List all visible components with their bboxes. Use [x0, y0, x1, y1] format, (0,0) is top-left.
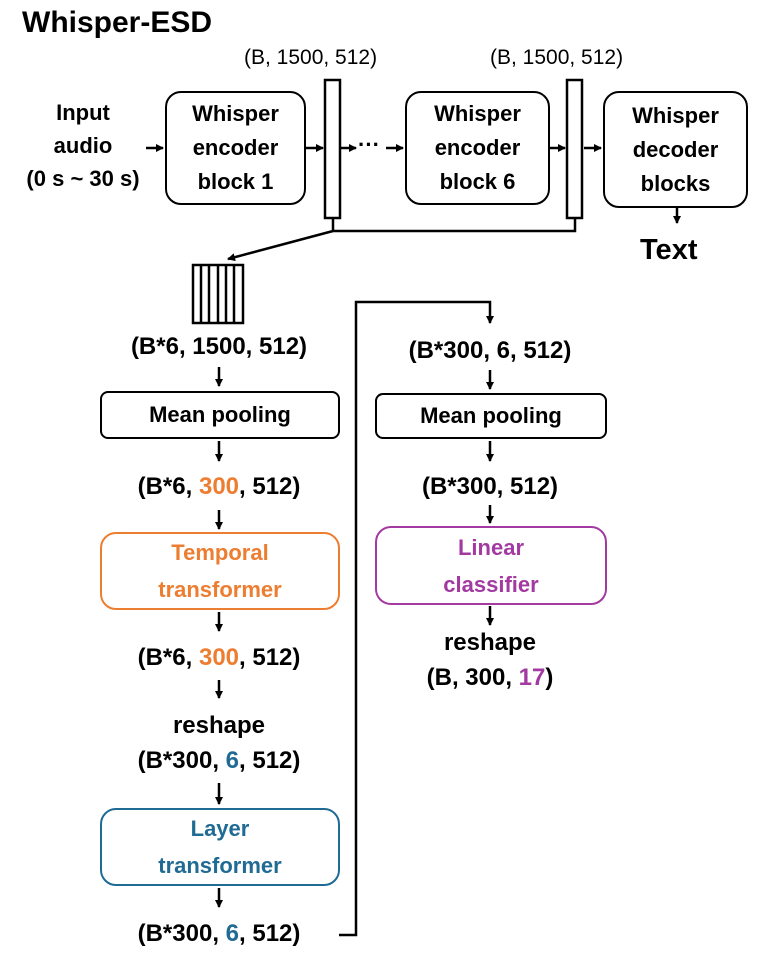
- text-output: Text: [640, 234, 698, 266]
- temporal-transformer: Temporal transformer: [100, 532, 340, 610]
- decoder-blocks: Whisper decoder blocks: [603, 91, 748, 208]
- right-input-shape: (B*300, 6, 512): [408, 337, 572, 364]
- mean-pooling-right: Mean pooling: [375, 393, 607, 439]
- reshaped-shape: (B*300, 6, 512): [137, 747, 301, 774]
- encoder-block-1: Whisper encoder block 1: [165, 91, 306, 205]
- encoder1-feature-bar: [323, 78, 342, 220]
- classifier-output-shape: (B, 300, 17): [426, 664, 554, 691]
- encoder1-output-shape: (B, 1500, 512): [244, 46, 378, 69]
- stacked-features-icon: [191, 263, 245, 325]
- feature-collect-line: [331, 218, 577, 233]
- reshape-left-label: reshape: [172, 712, 266, 739]
- pooled-shape: (B*6, 300, 512): [137, 473, 301, 500]
- mean-pooling-left: Mean pooling: [100, 391, 340, 439]
- ellipsis: ···: [358, 132, 380, 157]
- right-pooled-shape: (B*300, 512): [421, 473, 559, 500]
- input-audio-label: Input audio (0 s ~ 30 s): [26, 100, 140, 191]
- encoder6-output-shape: (B, 1500, 512): [490, 46, 624, 69]
- stacked-shape: (B*6, 1500, 512): [130, 333, 308, 360]
- diagram-title: Whisper-ESD: [22, 6, 213, 39]
- arrow-to-stack: [227, 229, 334, 262]
- layer-output-shape: (B*300, 6, 512): [137, 920, 301, 947]
- reshape-right-label: reshape: [443, 629, 537, 656]
- encoder6-feature-bar: [565, 78, 584, 220]
- encoder-block-6: Whisper encoder block 6: [405, 91, 550, 205]
- temporal-output-shape: (B*6, 300, 512): [137, 644, 301, 671]
- layer-transformer: Layer transformer: [100, 808, 340, 886]
- bridge-arrow: [339, 300, 494, 937]
- linear-classifier: Linear classifier: [375, 526, 607, 605]
